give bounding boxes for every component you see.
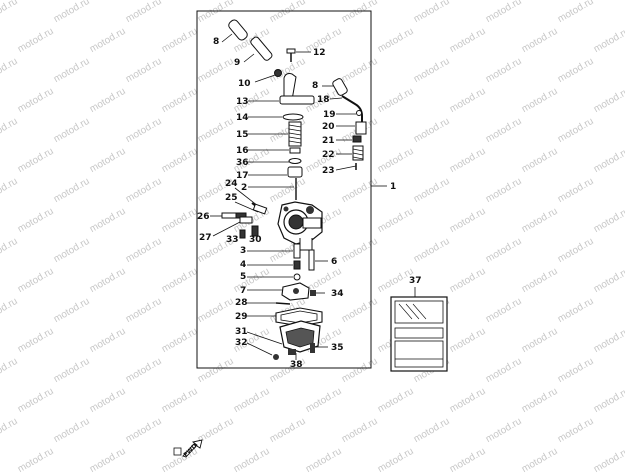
part-13-top-cap [248, 73, 315, 105]
callout-16: 16 [236, 146, 249, 156]
part-25-spring [234, 201, 268, 215]
part-16-retainer [248, 147, 301, 154]
part-23-starter-valve [335, 163, 357, 171]
callout-18: 18 [317, 95, 330, 105]
part-38-screw [290, 350, 297, 360]
part-10-nut [254, 69, 282, 83]
callout-15: 15 [236, 130, 249, 140]
carburetor-body [277, 201, 323, 251]
callout-25: 25 [225, 193, 238, 203]
part-29-gasket [247, 307, 323, 327]
part-9-tube [243, 36, 273, 63]
callout-12: 12 [313, 48, 326, 58]
part-2-needle [248, 178, 297, 200]
callout-8: 8 [312, 81, 319, 91]
callout-24: 24 [225, 179, 238, 189]
callout-1: 1 [390, 182, 397, 192]
callout-21: 21 [322, 136, 335, 146]
callout-35: 35 [331, 343, 344, 353]
callout-6: 6 [331, 257, 338, 267]
part-6-needle-jet [308, 249, 328, 271]
callout-37: 37 [409, 276, 422, 286]
part-5-washer [247, 273, 301, 281]
callout-27: 27 [199, 233, 212, 243]
callout-33: 33 [226, 235, 239, 245]
callout-36: 36 [236, 158, 249, 168]
part-27-spring [212, 216, 253, 237]
part-17-throttle-valve [248, 166, 303, 178]
part-8-hose-right [322, 78, 348, 96]
callout-17: 17 [236, 171, 249, 181]
callout-5: 5 [240, 272, 247, 282]
callout-2: 2 [241, 183, 248, 193]
callout-30: 30 [249, 235, 262, 245]
part-36-clip [248, 158, 302, 164]
callout-23: 23 [322, 166, 335, 176]
part-18-cable-elbow [329, 95, 363, 130]
part-14-gasket [248, 113, 304, 121]
part-21-bolt [336, 135, 362, 143]
part-7-float [247, 282, 310, 301]
assembly-frame [196, 10, 372, 369]
part-20-plunger [336, 121, 367, 135]
part-4-jet [247, 260, 301, 270]
callout-34: 34 [331, 289, 344, 299]
callout-4: 4 [240, 260, 247, 270]
part-12-screw [286, 48, 311, 62]
callout-28: 28 [235, 298, 248, 308]
callout-26: 26 [197, 212, 210, 222]
callout-29: 29 [235, 312, 248, 322]
fwd-arrow-icon [173, 439, 203, 458]
callout-7: 7 [240, 286, 247, 296]
part-19-screw [336, 110, 362, 116]
part-22-spring [336, 145, 364, 161]
part-35-screw [310, 343, 328, 353]
callout-32: 32 [235, 338, 248, 348]
callout-13: 13 [236, 97, 249, 107]
part-37-gasket-sheet [390, 287, 448, 372]
callout-22: 22 [322, 150, 335, 160]
part-32-washer [246, 342, 279, 360]
callout-38: 38 [290, 360, 303, 370]
callout-20: 20 [322, 122, 335, 132]
part-26-screw [210, 212, 247, 219]
part-15-spring [248, 121, 302, 147]
callout-31: 31 [235, 327, 248, 337]
part-34-pin [310, 290, 325, 296]
callout-19: 19 [323, 110, 336, 120]
part-28-float-needle [247, 302, 291, 305]
callout-10: 10 [238, 79, 251, 89]
part-3-jet-holder [247, 243, 301, 259]
callout-8: 8 [213, 37, 220, 47]
callout-14: 14 [236, 113, 249, 123]
part-8-hose-top [221, 19, 248, 43]
callout-3: 3 [240, 246, 247, 256]
callout-9: 9 [234, 58, 241, 68]
part-30-jet [251, 225, 259, 237]
part-33-jet [239, 229, 246, 239]
